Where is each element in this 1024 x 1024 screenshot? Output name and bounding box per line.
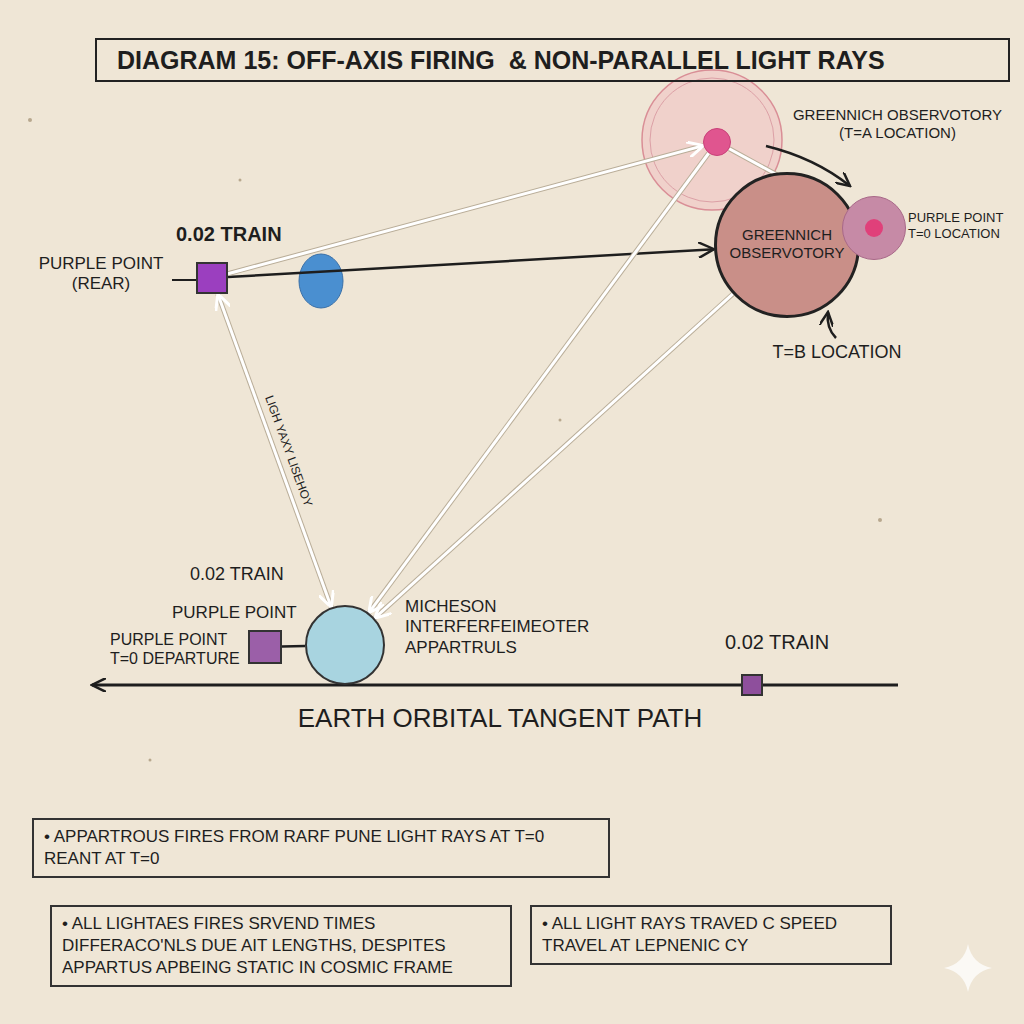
node-label: MICHESON INTERFERFEIMEOTER APPARTRULS: [405, 597, 610, 658]
connector-shadow: [369, 153, 709, 613]
note-text: • ALL LIGHTAES FIRES SRVEND TIMES DIFFER…: [62, 913, 500, 979]
node-shape: [196, 262, 228, 294]
note-text: • APPARTROUS FIRES FROM RARF PUNE LIGHT …: [44, 826, 598, 870]
light-ray-line: [369, 153, 709, 613]
node-shape: [248, 630, 282, 664]
note-box: • ALL LIGHTAES FIRES SRVEND TIMES DIFFER…: [50, 905, 512, 987]
square-outline: [742, 675, 762, 695]
purple-point-location: PURPLE POINT T=0 LOCATION: [842, 196, 906, 260]
node-label: 0.02 TRAIN: [176, 222, 306, 246]
circle-outline: [716, 174, 859, 317]
node-label: GREENNICH OBSERVOTORY: [727, 226, 847, 262]
node-shape: [703, 128, 731, 156]
light-ray-line: [282, 645, 305, 648]
circle-outline: [843, 197, 906, 260]
interferometer-circle: MICHESON INTERFERFEIMEOTER APPARTRULS: [305, 605, 385, 685]
observatory-dot: GREENNICH OBSERVOTORY (T=A LOCATION): [703, 128, 731, 156]
connector-shadow: [218, 294, 332, 607]
circle-outline: [306, 606, 384, 684]
node-label: 0.02 TRAIN: [725, 630, 855, 654]
node-shape: [741, 674, 763, 696]
connector: [282, 645, 305, 647]
square-outline: [249, 631, 281, 663]
square-outline: [197, 263, 227, 293]
title-box: DIAGRAM 15: OFF-AXIS FIRING & NON-PARALL…: [95, 38, 1010, 82]
connector-shadow: [375, 294, 733, 618]
connector: [369, 153, 709, 613]
light-ray-line: [218, 294, 332, 607]
connector: [218, 294, 332, 607]
node-label: T=B LOCATION: [752, 342, 922, 364]
node-label: GREENNICH OBSERVOTORY (T=A LOCATION): [790, 106, 1005, 142]
note-box: • APPARTROUS FIRES FROM RARF PUNE LIGHT …: [32, 818, 610, 878]
node-label: PURPLE POINT T=0 LOCATION: [908, 210, 1012, 241]
purple-point-square: 0.02 TRAINPURPLE POINT (REAR): [196, 262, 228, 294]
node-shape: [842, 196, 906, 260]
point-dot: [865, 219, 883, 237]
light-ray-line: [375, 294, 733, 618]
node-label: 0.02 TRAIN: [190, 564, 320, 586]
node-label: PURPLE POINT (REAR): [26, 254, 176, 295]
observatory-circle: GREENNICH OBSERVOTORYT=B LOCATION: [714, 172, 860, 318]
node-label: PURPLE POINT T=0 DEPARTURE: [110, 630, 242, 668]
node-label: PURPLE POINT: [172, 603, 302, 623]
path-label: EARTH ORBITAL TANGENT PATH: [250, 703, 750, 734]
connector: [375, 294, 733, 618]
purple-point-square: 0.02 TRAINPURPLE POINTPURPLE POINT T=0 D…: [248, 630, 282, 664]
note-text: • ALL LIGHT RAYS TRAVED C SPEED TRAVEL A…: [542, 913, 880, 957]
note-box: • ALL LIGHT RAYS TRAVED C SPEED TRAVEL A…: [530, 905, 892, 965]
circle-outline: [704, 129, 731, 156]
train-marker: 0.02 TRAIN: [741, 674, 763, 696]
node-shape: [305, 605, 385, 685]
title-text: DIAGRAM 15: OFF-AXIS FIRING & NON-PARALL…: [97, 40, 1008, 80]
